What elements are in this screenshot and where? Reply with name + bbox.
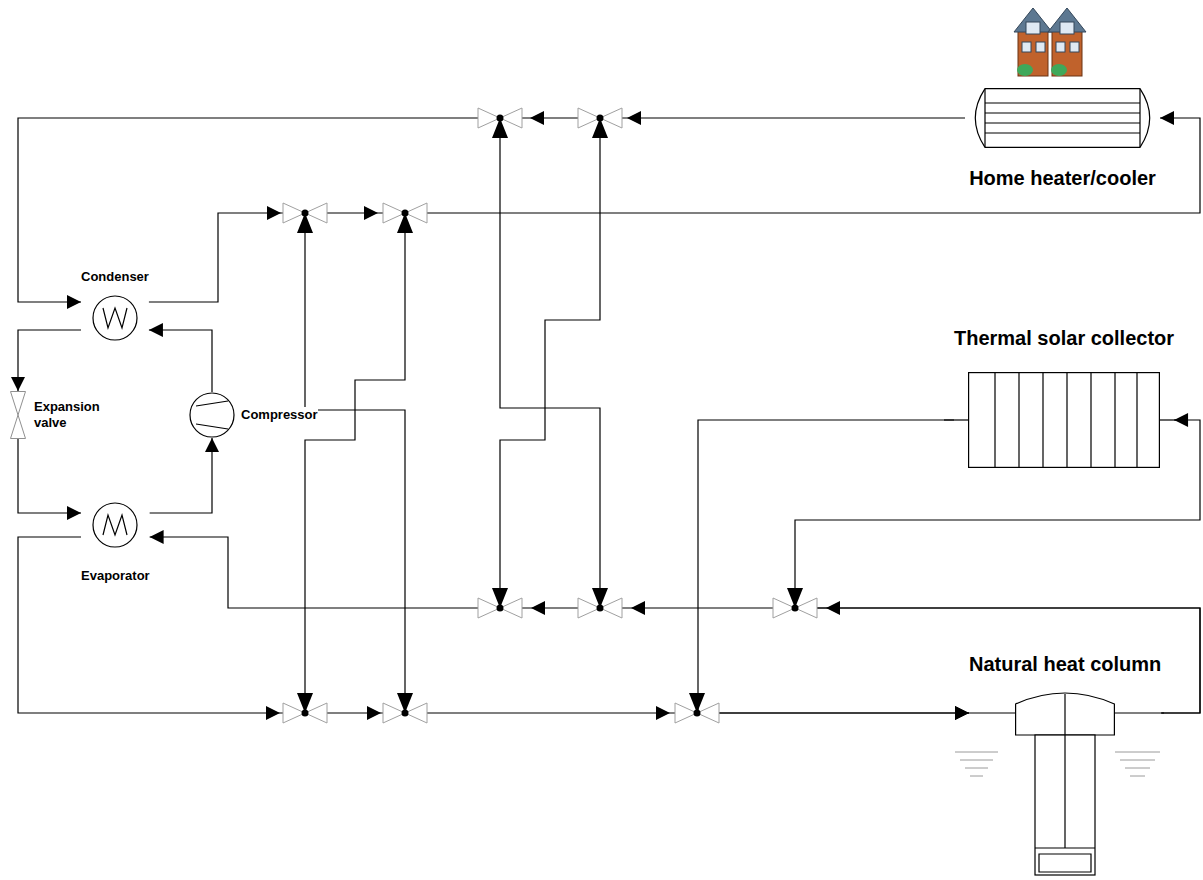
component-label: Condenser: [81, 269, 149, 285]
component-label: Thermal solar collector: [954, 326, 1174, 350]
arrow-head: [150, 530, 164, 544]
cross-pipes: [305, 138, 1184, 713]
arrow-head: [955, 706, 969, 720]
component-node: Compressor: [189, 392, 318, 438]
pipe-connector: [149, 323, 212, 392]
pipe-connector: [18, 118, 965, 309]
compressor-symbol: [189, 392, 235, 438]
expansion-valve-symbol: [10, 391, 26, 439]
component-node: Evaporator: [81, 502, 150, 584]
arrow-head: [149, 323, 163, 337]
evaporator-symbol: [92, 502, 138, 548]
pipe-line: [18, 330, 81, 391]
pipe-connector: [698, 420, 969, 720]
pipe-connector: [18, 439, 81, 520]
arrow-head: [67, 295, 81, 309]
pipe-line: [150, 537, 1200, 713]
arrow-head: [1160, 111, 1174, 125]
component-node: Thermal solar collector: [954, 326, 1174, 468]
component-label: Evaporator: [81, 568, 150, 584]
arrow-head: [205, 438, 219, 452]
component-node: Home heater/cooler: [965, 88, 1160, 190]
component-label: Natural heat column: [969, 652, 1161, 676]
home-heater-symbol: [965, 88, 1160, 148]
component-node: Expansion valve: [10, 391, 110, 439]
pipe-line: [18, 537, 969, 713]
pipe-line: [698, 420, 969, 713]
arrow-head: [11, 377, 25, 391]
valves: [283, 108, 817, 723]
arrow-head: [67, 506, 81, 520]
pipe-line: [150, 438, 212, 513]
houses-icon: [1014, 8, 1086, 76]
component-label: Home heater/cooler: [969, 166, 1156, 190]
pipe-connector: [150, 438, 219, 513]
heat-column-symbol: [1015, 690, 1115, 876]
pipe-line: [149, 330, 212, 392]
condenser-symbol: [92, 295, 138, 341]
arrow-head: [955, 706, 969, 720]
component-node: Natural heat column: [969, 652, 1161, 876]
component-node: Condenser: [81, 269, 149, 341]
component-label: Compressor: [241, 407, 318, 423]
pipe-line: [18, 439, 81, 513]
pipe-connector: [18, 537, 969, 720]
solar-collector-symbol: [968, 372, 1160, 468]
pipe-line: [18, 118, 965, 302]
pipe-connector: [150, 530, 1200, 713]
component-label: Expansion valve: [34, 399, 110, 430]
pipe-connector: [11, 330, 81, 391]
flow-arrows: [266, 111, 840, 720]
